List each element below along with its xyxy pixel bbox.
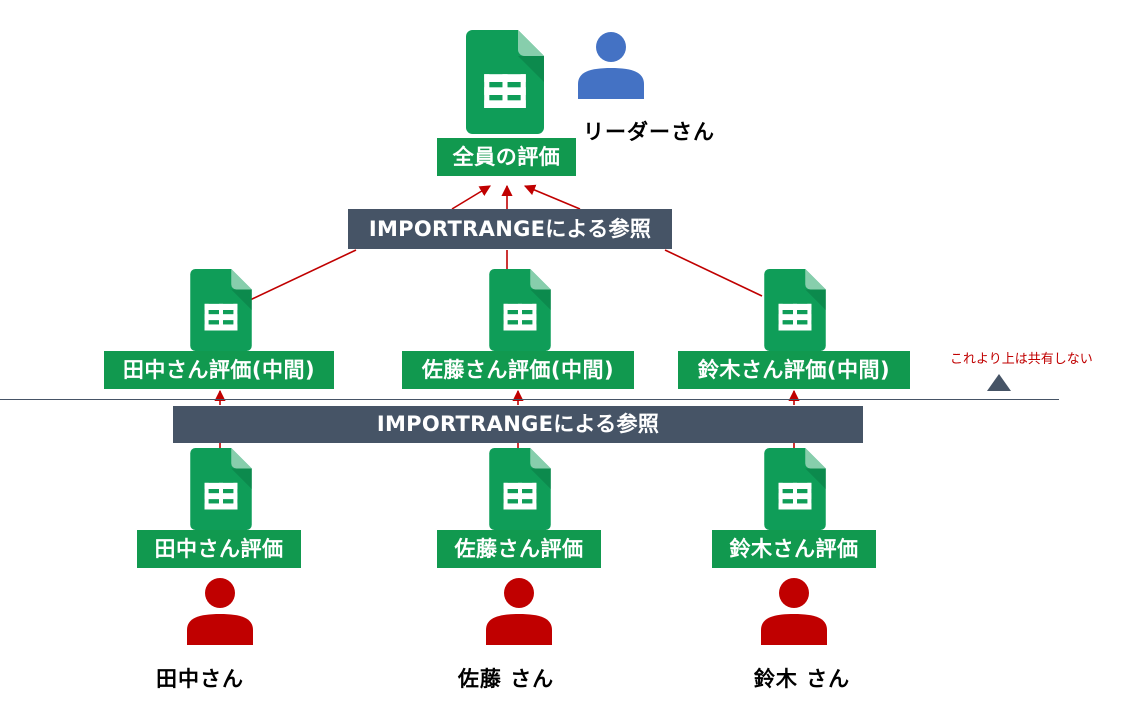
- tanaka-name: 田中さん: [156, 667, 244, 691]
- leader-name: リーダーさん: [583, 120, 715, 144]
- tanaka-sheet-label: 田中さん評価: [137, 530, 301, 568]
- suzuki-middle-sheet-label: 鈴木さん評価(中間): [678, 351, 910, 389]
- suzuki-name: 鈴木 さん: [753, 667, 851, 691]
- sato-middle-sheet-label: 佐藤さん評価(中間): [402, 351, 634, 389]
- sato-spreadsheet-icon: [489, 448, 551, 530]
- suzuki-sheet-label: 鈴木さん評価: [712, 530, 876, 568]
- suzuki-person-icon: [761, 578, 827, 645]
- line-suzuki-middle-to-banner: [664, 249, 763, 297]
- tanaka-middle-sheet-label: 田中さん評価(中間): [104, 351, 334, 389]
- arrow-right-to-leader: [523, 184, 581, 210]
- sato-sheet-label: 佐藤さん評価: [437, 530, 601, 568]
- tanaka-spreadsheet-icon: [190, 448, 252, 530]
- leader-sheet-label: 全員の評価: [437, 138, 576, 176]
- leader-spreadsheet-icon: [466, 30, 544, 134]
- sato-middle-spreadsheet-icon: [489, 269, 551, 351]
- leader-person-icon: [578, 32, 644, 99]
- tanaka-middle-spreadsheet-icon: [190, 269, 252, 351]
- suzuki-middle-spreadsheet-icon: [764, 269, 826, 351]
- sato-person-icon: [486, 578, 552, 645]
- arrow-left-to-leader: [451, 185, 491, 210]
- sato-name: 佐藤 さん: [457, 667, 555, 691]
- importrange-banner-top: IMPORTRANGEによる参照: [348, 209, 672, 249]
- line-tanaka-middle-to-banner: [249, 249, 357, 301]
- suzuki-spreadsheet-icon: [764, 448, 826, 530]
- tanaka-person-icon: [187, 578, 253, 645]
- importrange-banner-bottom: IMPORTRANGEによる参照: [173, 406, 863, 443]
- share-boundary-note: これより上は共有しない: [950, 352, 1093, 367]
- share-boundary-triangle-icon: [987, 374, 1011, 391]
